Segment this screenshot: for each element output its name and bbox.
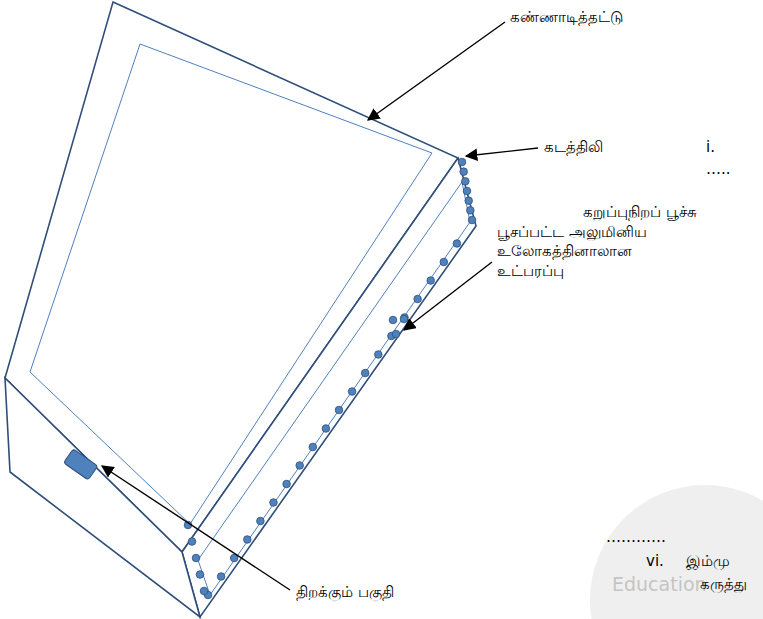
dot xyxy=(465,197,473,205)
dot xyxy=(283,480,291,488)
dot xyxy=(392,330,400,338)
part-label: vi. xyxy=(646,552,664,572)
dot xyxy=(348,388,356,396)
dot xyxy=(257,517,265,525)
dot xyxy=(440,258,448,266)
dot xyxy=(400,315,408,323)
dot xyxy=(244,536,252,544)
dot xyxy=(296,462,304,470)
leader-arrows xyxy=(102,22,538,590)
dot xyxy=(270,499,278,507)
dot xyxy=(468,216,476,224)
glass-plate xyxy=(30,44,432,524)
part-label: i. xyxy=(706,138,715,158)
dot xyxy=(361,369,369,377)
dot xyxy=(188,538,196,546)
dot xyxy=(460,168,468,176)
part-label: ………… xyxy=(606,528,666,548)
dot xyxy=(375,351,383,359)
inner-surface xyxy=(198,182,470,595)
dot xyxy=(427,277,435,285)
dot xyxy=(335,406,343,414)
part-label: இம்மு xyxy=(686,552,730,572)
dot xyxy=(192,554,200,562)
dot xyxy=(467,207,475,215)
part-label: கடத்திலி xyxy=(544,138,603,158)
part-label: கருத்து xyxy=(700,575,747,595)
watermark-circle xyxy=(590,485,763,619)
dot xyxy=(309,443,317,451)
insulator-dots xyxy=(184,158,476,599)
watermark: Education xyxy=(612,572,707,597)
part-label: ….. xyxy=(706,160,731,180)
part-label: திறக்கும் பகுதி xyxy=(296,583,394,603)
part-label: கறுப்புநிறப் பூச்சு பூசப்பட்ட அலுமினிய உ… xyxy=(497,203,697,281)
dot xyxy=(463,187,471,195)
dot xyxy=(462,178,470,186)
box-outline xyxy=(5,2,476,617)
dot xyxy=(458,158,466,166)
dot xyxy=(389,316,397,324)
dot xyxy=(453,240,461,248)
part-label: கண்ணாடித்தட்டு xyxy=(510,8,623,28)
opening-part xyxy=(64,449,98,480)
dot xyxy=(322,425,330,433)
dot xyxy=(217,573,225,581)
dot xyxy=(200,587,208,595)
dot xyxy=(196,571,204,579)
dot xyxy=(414,295,422,303)
